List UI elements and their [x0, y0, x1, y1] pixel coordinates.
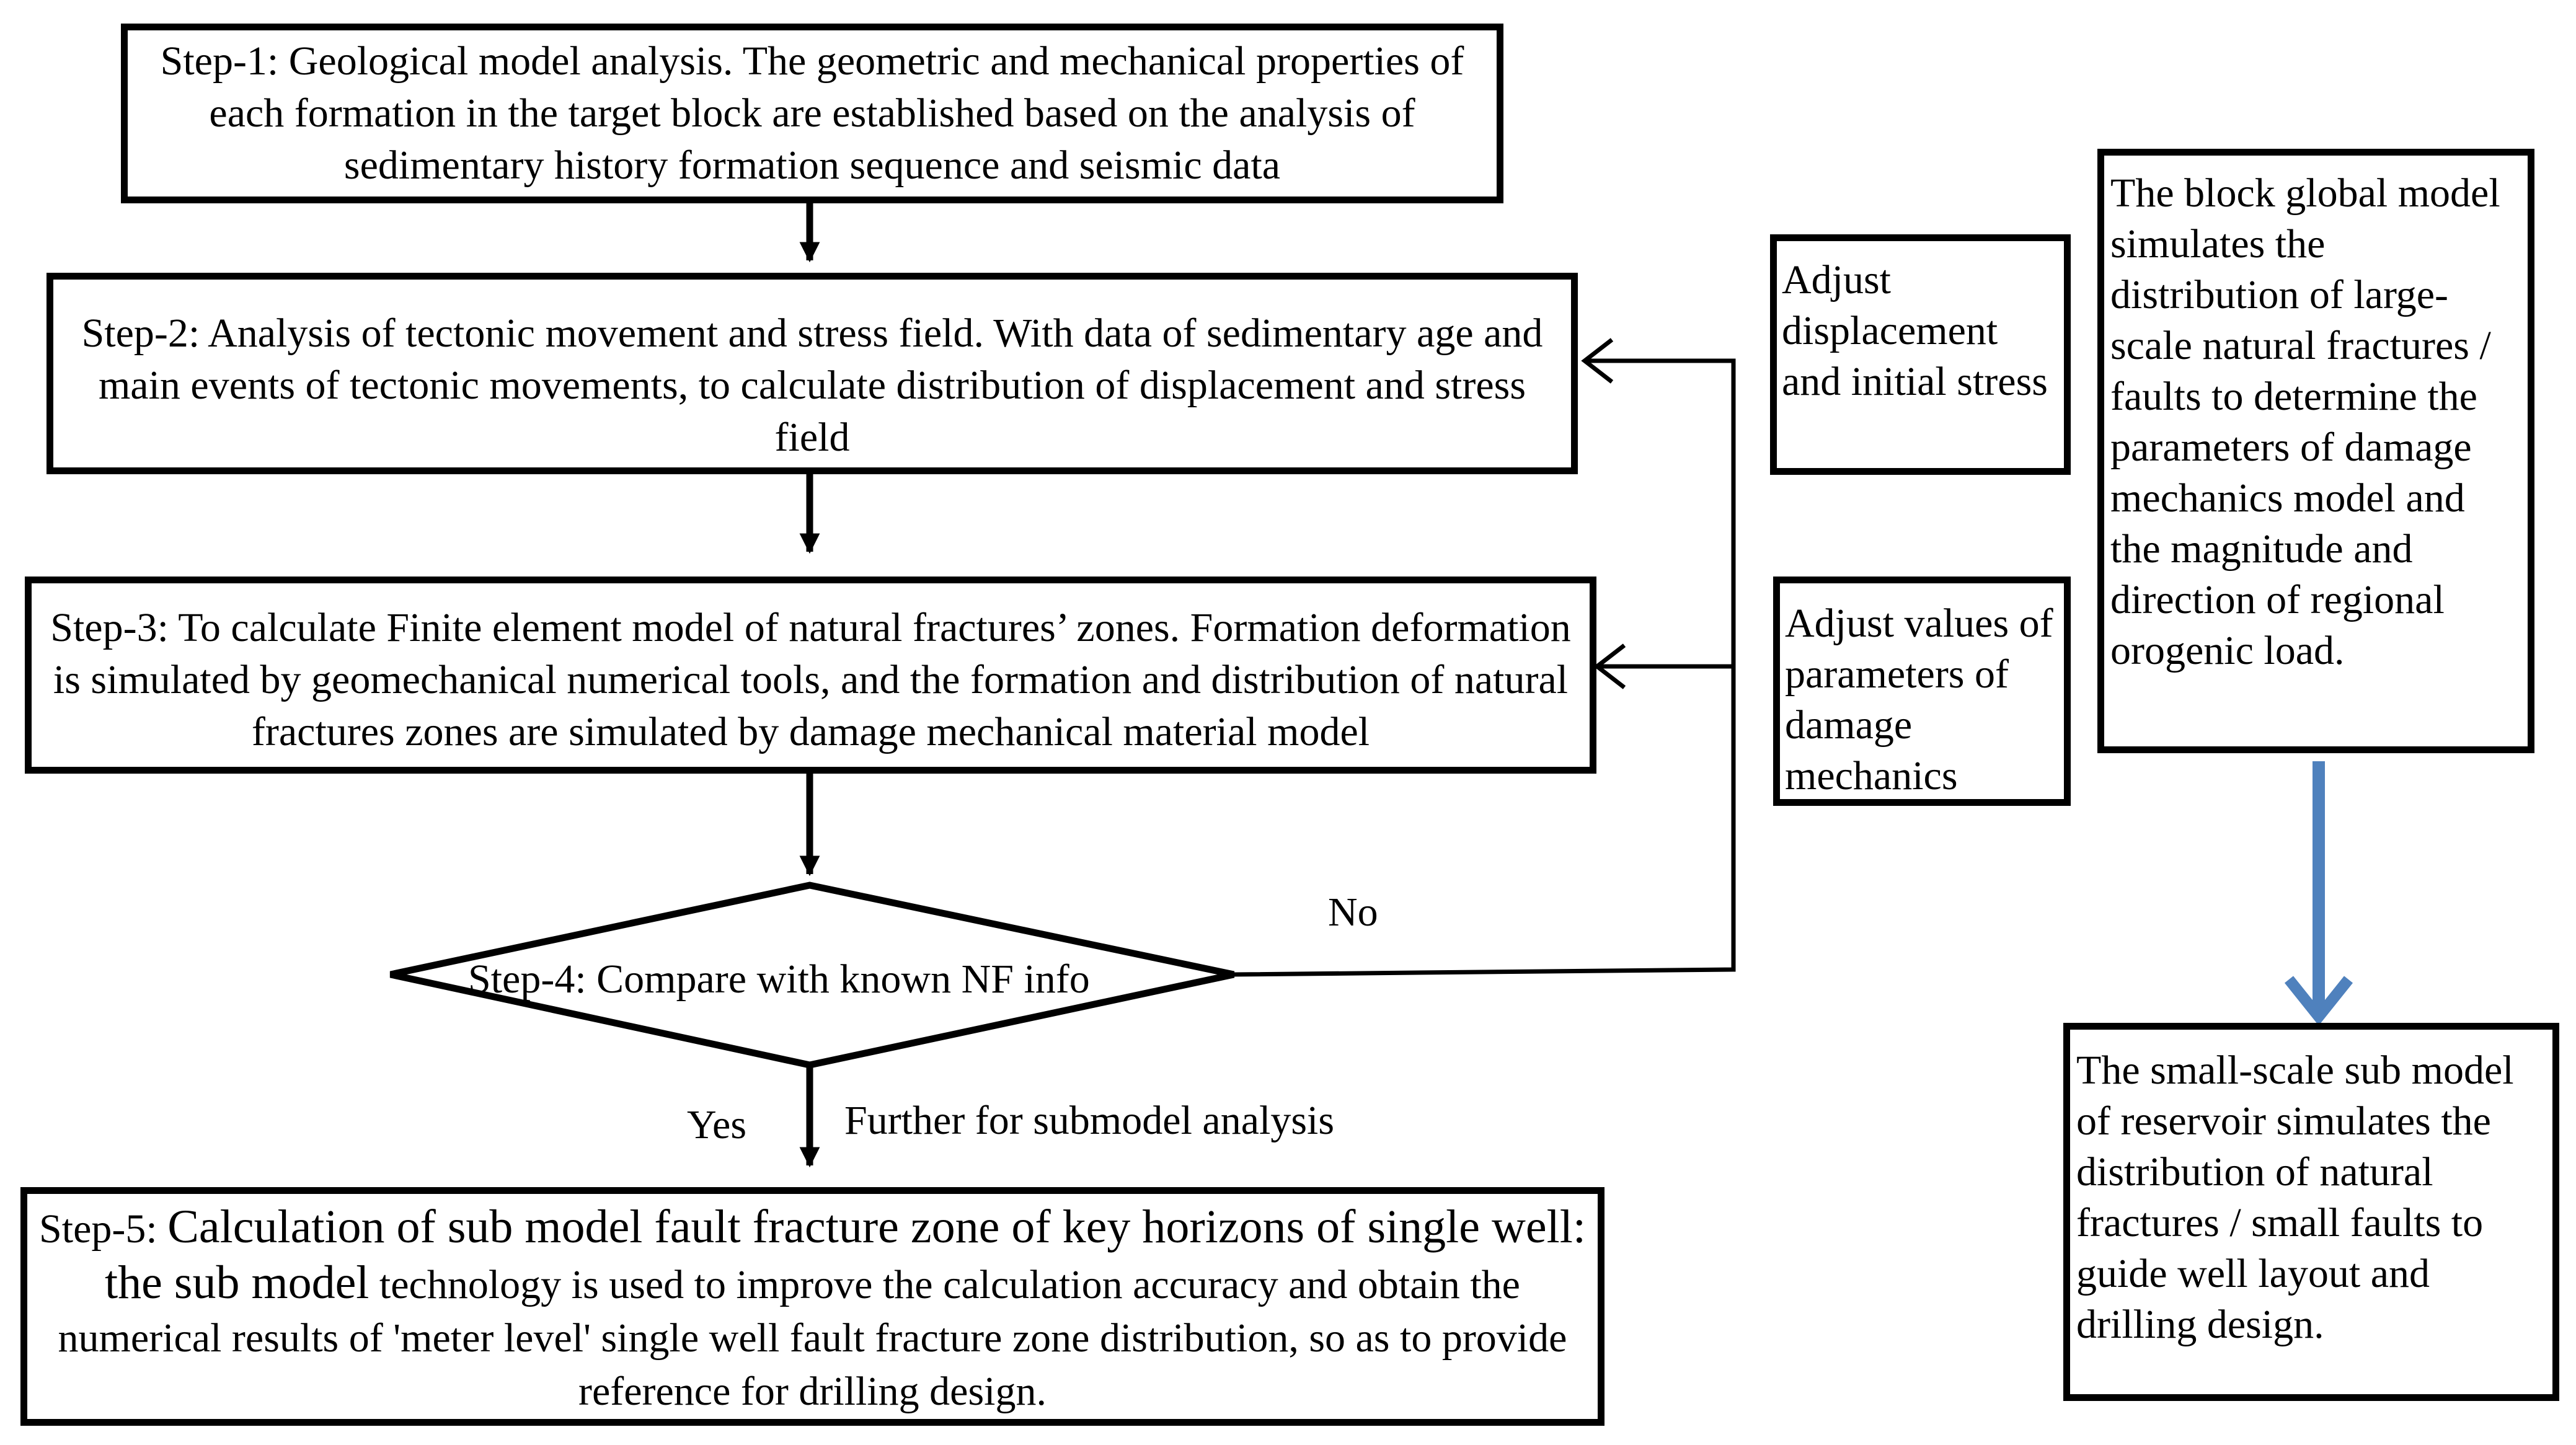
step5-box: Step-5: Calculation of sub model fault f… — [20, 1187, 1604, 1426]
step4-label: Step-4: Compare with known NF info — [468, 957, 1090, 1002]
step5-body: technology is used to improve the calcul… — [58, 1262, 1567, 1414]
step1-box: Step-1: Geological model analysis. The g… — [121, 24, 1503, 203]
no-label: No — [1328, 890, 1378, 935]
step3-text: Step-3: To calculate Finite element mode… — [50, 605, 1571, 754]
step2-box: Step-2: Analysis of tectonic movement an… — [46, 273, 1578, 474]
step1-text: Step-1: Geological model analysis. The g… — [160, 38, 1464, 188]
global-model-text: The block global model simulates the dis… — [2110, 170, 2500, 673]
step2-text: Step-2: Analysis of tectonic movement an… — [81, 311, 1543, 460]
further-label: Further for submodel analysis — [844, 1098, 1335, 1143]
sub-model-box: The small-scale sub model of reservoir s… — [2063, 1023, 2559, 1401]
step3-box: Step-3: To calculate Finite element mode… — [25, 577, 1596, 774]
step5-title: Calculation of sub model fault fracture … — [105, 1201, 1586, 1309]
adjust-displacement-box: Adjust displacement and initial stress — [1770, 234, 2071, 475]
blue-arrow-head — [2284, 976, 2353, 1026]
adjust-damage-box: Adjust values of parameters of damage me… — [1773, 577, 2071, 806]
global-model-box: The block global model simulates the dis… — [2097, 149, 2534, 753]
adjust-damage-text: Adjust values of parameters of damage me… — [1785, 601, 2053, 798]
adjust-displacement-text: Adjust displacement and initial stress — [1782, 257, 2048, 404]
step5-prefix: Step-5: — [39, 1206, 168, 1252]
feedback-arrow-step2 — [1581, 338, 1614, 384]
sub-model-text: The small-scale sub model of reservoir s… — [2076, 1048, 2514, 1347]
yes-label: Yes — [687, 1102, 747, 1147]
feedback-arrow-step3 — [1593, 643, 1626, 689]
